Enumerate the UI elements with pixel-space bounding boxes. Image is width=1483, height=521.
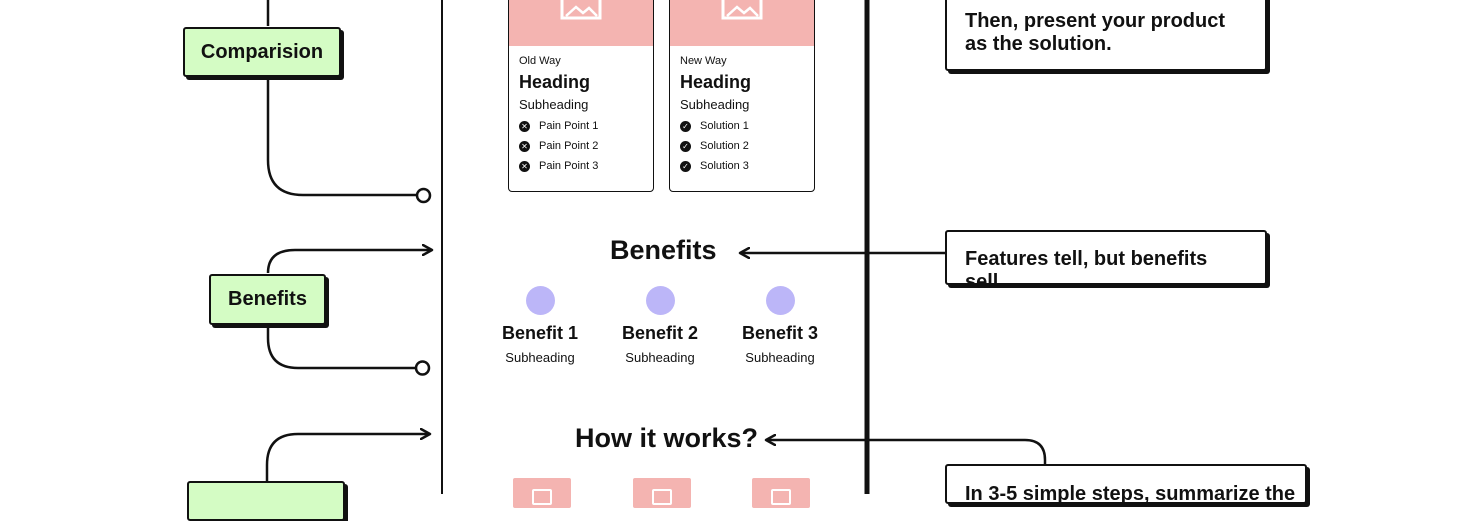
x-circle-icon: ✕ <box>519 160 530 172</box>
benefits-connector-end <box>414 360 431 376</box>
benefits-note-text: Features tell, but benefits sell. <box>965 248 1208 285</box>
benefit-icon <box>645 286 675 315</box>
benefit-icon <box>765 286 795 315</box>
steps-tag <box>187 481 345 521</box>
benefits-tag: Benefits <box>209 274 326 325</box>
comparison-tag-label: Comparision <box>200 40 324 63</box>
benefit-subheading: Subheading <box>625 350 695 365</box>
card-image-placeholder <box>670 0 814 46</box>
list-item: ✕Pain Point 1 <box>519 120 598 132</box>
benefit-item: Benefit 1 Subheading <box>490 286 590 365</box>
solution-note-text: Then, present your product as the soluti… <box>965 10 1226 55</box>
list-item: ✓Solution 3 <box>680 160 749 172</box>
list-item: ✕Pain Point 2 <box>519 140 598 152</box>
comparison-connector-end <box>415 187 432 204</box>
benefit-item: Benefit 3 Subheading <box>730 286 830 365</box>
benefit-item: Benefit 2 Subheading <box>610 286 710 365</box>
card-image-placeholder <box>509 0 653 46</box>
x-circle-icon: ✕ <box>519 140 530 152</box>
steps-note-arrow <box>766 440 1047 464</box>
card-subheading: Subheading <box>519 97 589 112</box>
new-way-card: New Way Heading Subheading ✓Solution 1 ✓… <box>669 0 815 192</box>
step-image-placeholder <box>513 478 571 508</box>
image-icon <box>652 489 672 505</box>
steps-note: In 3-5 simple steps, summarize the <box>945 464 1307 504</box>
comparison-tag: Comparision <box>183 27 341 77</box>
benefit-title: Benefit 3 <box>741 323 819 343</box>
image-icon <box>771 489 791 505</box>
solution-note: Then, present your product as the soluti… <box>945 0 1267 71</box>
card-label: New Way <box>680 55 727 67</box>
benefits-note: Features tell, but benefits sell. <box>945 230 1267 285</box>
image-icon <box>532 489 552 505</box>
how-it-works-title: How it works? <box>575 423 759 453</box>
step-image-placeholder <box>752 478 810 508</box>
old-way-card: Old Way Heading Subheading ✕Pain Point 1… <box>508 0 654 192</box>
list-item: ✓Solution 1 <box>680 120 749 132</box>
benefits-arrow-connector <box>266 250 432 274</box>
image-icon <box>560 0 602 20</box>
benefit-title: Benefit 1 <box>501 323 579 343</box>
check-circle-icon: ✓ <box>680 120 691 132</box>
x-circle-icon: ✕ <box>519 120 530 132</box>
step-image-placeholder <box>633 478 691 508</box>
check-circle-icon: ✓ <box>680 160 691 172</box>
benefits-connector <box>266 327 416 370</box>
benefit-subheading: Subheading <box>505 350 575 365</box>
card-subheading: Subheading <box>680 97 750 112</box>
card-heading: Heading <box>680 72 752 92</box>
steps-arrow-connector <box>265 434 430 482</box>
comparison-connector <box>266 80 416 197</box>
list-item: ✓Solution 2 <box>680 140 749 152</box>
benefit-subheading: Subheading <box>745 350 815 365</box>
check-circle-icon: ✓ <box>680 140 691 152</box>
benefit-title: Benefit 2 <box>621 323 699 343</box>
connector-layer <box>265 0 1047 494</box>
card-label: Old Way <box>519 55 561 67</box>
card-heading: Heading <box>519 72 591 92</box>
benefits-section-title: Benefits <box>610 235 717 265</box>
benefits-tag-label: Benefits <box>228 288 307 310</box>
benefit-icon <box>525 286 555 315</box>
list-item: ✕Pain Point 3 <box>519 160 598 172</box>
image-icon <box>721 0 763 20</box>
